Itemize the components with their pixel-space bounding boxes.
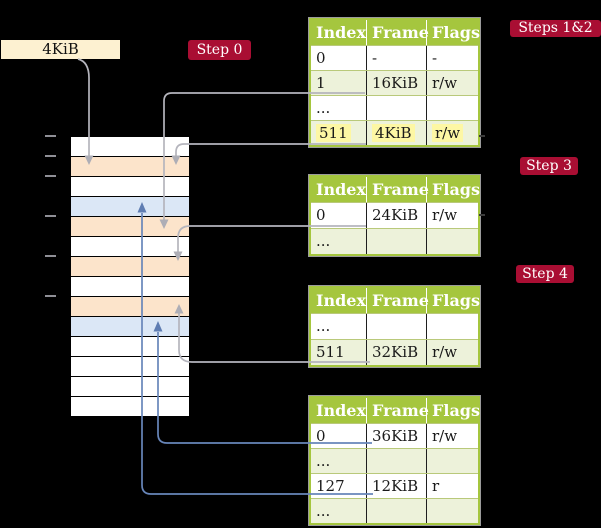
memory-row-12 — [71, 357, 189, 377]
memory-row-13 — [71, 377, 189, 397]
table-header: Index Frame Flags — [311, 20, 480, 45]
highlighted-value: r/w — [432, 124, 464, 142]
table-row: 1 16KiB r/w — [311, 70, 478, 95]
header-flags: Flags — [432, 180, 480, 199]
badge-step-3: Step 3 — [520, 157, 578, 175]
memory-row-7 — [71, 257, 189, 277]
table-row: 0 - - — [311, 45, 478, 70]
memory-row-14 — [71, 397, 189, 416]
header-index: Index — [311, 20, 367, 45]
memory-tick — [45, 215, 56, 217]
header-index: Index — [311, 177, 367, 202]
header-index: Index — [311, 288, 367, 313]
page-table-step-3: Index Frame Flags 0 24KiB r/w ... — [309, 175, 480, 256]
memory-row-6 — [71, 237, 189, 257]
badge-steps-1-2: Steps 1&2 — [510, 20, 601, 37]
badge-step-0: Step 0 — [188, 40, 251, 60]
header-flags: Flags — [432, 23, 480, 42]
table-row: 511 32KiB r/w — [311, 339, 478, 365]
memory-row-10 — [71, 317, 189, 337]
table-header: Index Frame Flags — [311, 177, 480, 202]
memory-tick — [45, 135, 56, 137]
header-frame: Frame — [367, 288, 429, 313]
physical-memory-column — [70, 136, 190, 417]
memory-row-11 — [71, 337, 189, 357]
highlighted-value: 4KiB — [372, 124, 415, 142]
table-row: ... — [311, 313, 478, 339]
memory-row-1 — [71, 137, 189, 157]
page-table-step-4-lower: Index Frame Flags 0 36KiB r/w ... 127 12… — [309, 396, 480, 525]
memory-row-8 — [71, 277, 189, 297]
table-row: 0 36KiB r/w — [311, 423, 478, 448]
page-table-step-4-upper: Index Frame Flags ... 511 32KiB r/w — [309, 286, 480, 367]
header-frame: Frame — [367, 20, 429, 45]
header-frame: Frame — [367, 177, 429, 202]
memory-row-2 — [71, 157, 189, 177]
table-header: Index Frame Flags — [311, 288, 480, 313]
table-row-highlighted: 511 4KiB r/w — [311, 120, 478, 145]
page-table-steps-1-2: Index Frame Flags 0 - - 1 16KiB r/w ... … — [309, 18, 480, 147]
table-row: 0 24KiB r/w — [311, 202, 478, 228]
memory-tick — [45, 175, 56, 177]
badge-step-4: Step 4 — [516, 265, 574, 283]
header-flags: Flags — [432, 401, 480, 420]
frame-4kib-label: 4KiB — [1, 40, 120, 59]
table-row: ... — [311, 498, 478, 523]
memory-row-3 — [71, 177, 189, 197]
memory-row-4 — [71, 197, 189, 217]
table-row: ... — [311, 448, 478, 473]
memory-tick — [45, 255, 56, 257]
table-row: ... — [311, 228, 478, 254]
memory-row-5 — [71, 217, 189, 237]
table-row: ... — [311, 95, 478, 120]
table-row: 127 12KiB r — [311, 473, 478, 498]
table-header: Index Frame Flags — [311, 398, 480, 423]
header-flags: Flags — [432, 291, 480, 310]
header-index: Index — [311, 398, 367, 423]
highlighted-value: 511 — [316, 124, 351, 142]
memory-tick — [45, 295, 56, 297]
memory-tick — [45, 155, 56, 157]
header-frame: Frame — [367, 398, 429, 423]
memory-row-9 — [71, 297, 189, 317]
